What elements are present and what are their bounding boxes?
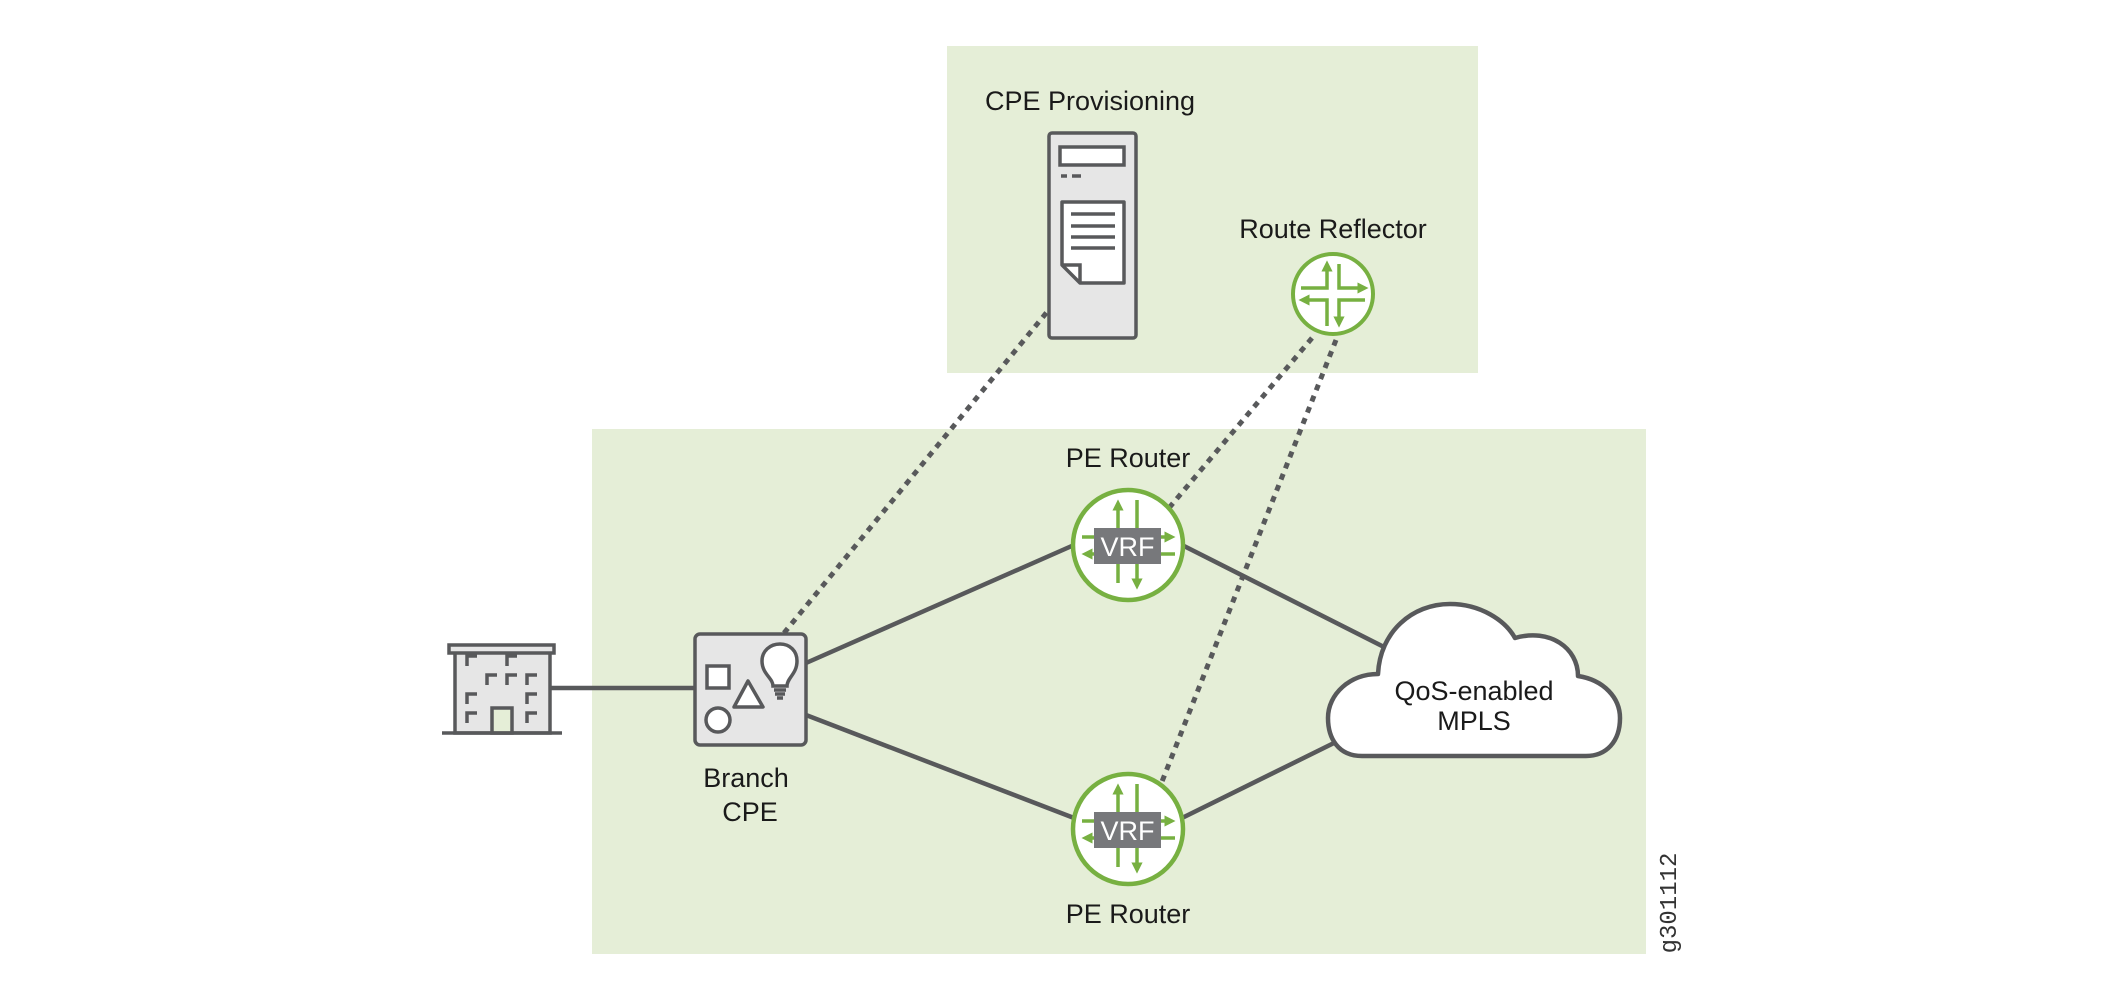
provisioning-zone [947, 46, 1478, 373]
link-cpe-pe-bottom [805, 712, 1075, 821]
dotted-links [782, 310, 1339, 813]
pe-router-bottom[interactable]: VRF PE Router [1066, 771, 1191, 929]
route-reflector[interactable]: Route Reflector [1239, 214, 1427, 336]
cloud-icon [1325, 601, 1623, 759]
vrf-badge-label: VRF [1101, 532, 1155, 562]
router-icon: VRF [1070, 771, 1186, 887]
link-cpe-provisioning [782, 310, 1049, 635]
cpe-provisioning-server[interactable]: CPE Provisioning [985, 86, 1195, 340]
link-rr-pe-top [1151, 336, 1314, 529]
building[interactable] [442, 643, 562, 735]
branch-cpe-label-line2: CPE [722, 797, 778, 827]
server-icon [1047, 131, 1138, 340]
branch-cpe[interactable]: Branch CPE [693, 632, 808, 827]
vrf-badge [1094, 528, 1161, 564]
branch-cpe-icon [693, 632, 808, 747]
link-rr-pe-bottom [1147, 339, 1339, 813]
link-cpe-pe-top [805, 542, 1075, 666]
pe-router-bottom-label: PE Router [1066, 899, 1191, 929]
solid-links [550, 542, 1386, 821]
building-icon [442, 643, 562, 735]
router-icon: VRF [1070, 487, 1186, 603]
link-pe-bottom-cloud [1181, 738, 1339, 821]
mpls-cloud[interactable]: QoS-enabled MPLS [1325, 601, 1623, 759]
vrf-badge-label: VRF [1101, 816, 1155, 846]
mpls-cloud-label-line2: MPLS [1437, 706, 1511, 736]
cpe-provisioning-label: CPE Provisioning [985, 86, 1195, 116]
route-reflector-label: Route Reflector [1239, 214, 1427, 244]
figure-id: g301112 [1657, 853, 1684, 954]
pe-router-top-label: PE Router [1066, 443, 1191, 473]
mpls-cloud-label-line1: QoS-enabled [1394, 676, 1553, 706]
router-icon [1291, 252, 1375, 336]
pe-router-top[interactable]: PE Router VRF [1066, 443, 1191, 603]
link-pe-top-cloud [1180, 542, 1386, 650]
branch-cpe-label-line1: Branch [703, 763, 789, 793]
vrf-badge [1094, 812, 1161, 848]
